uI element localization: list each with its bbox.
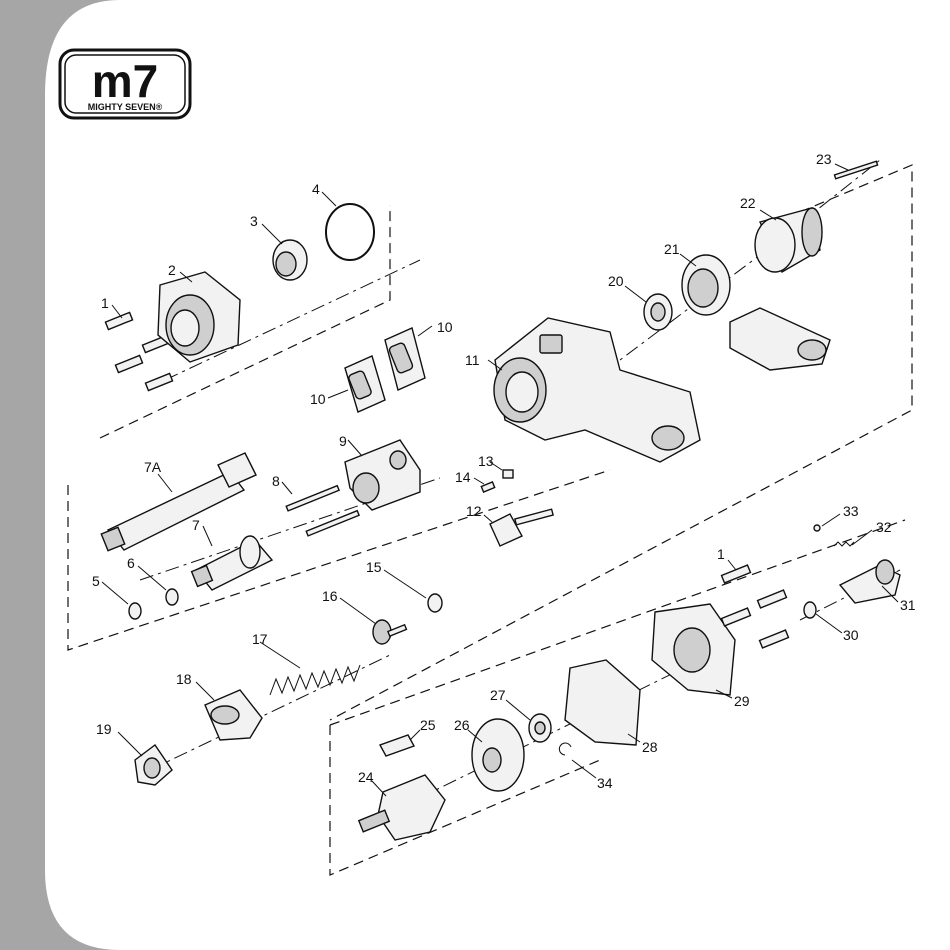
callout-8: 8 bbox=[272, 473, 280, 489]
callout-23: 23 bbox=[816, 151, 832, 167]
callout-1-lower: 1 bbox=[717, 546, 725, 562]
callout-30: 30 bbox=[843, 627, 859, 643]
callout-22: 22 bbox=[740, 195, 756, 211]
callout-12: 12 bbox=[466, 503, 482, 519]
part-30-washer bbox=[804, 602, 816, 618]
callout-19: 19 bbox=[96, 721, 112, 737]
part-13-clip bbox=[503, 470, 513, 478]
logo-text: m7 bbox=[92, 55, 158, 107]
part-20-bearing bbox=[644, 294, 672, 330]
part-26-front-plate bbox=[472, 719, 524, 791]
callout-33: 33 bbox=[843, 503, 859, 519]
callout-11: 11 bbox=[465, 352, 480, 368]
callout-6: 6 bbox=[127, 555, 135, 571]
callout-29: 29 bbox=[734, 693, 750, 709]
callout-5: 5 bbox=[92, 573, 100, 589]
callout-2: 2 bbox=[168, 262, 176, 278]
callout-16: 16 bbox=[322, 588, 338, 604]
callout-25: 25 bbox=[420, 717, 436, 733]
callout-1: 1 bbox=[101, 295, 109, 311]
callout-7: 7 bbox=[192, 517, 200, 533]
callout-13: 13 bbox=[478, 453, 494, 469]
callout-4: 4 bbox=[312, 181, 320, 197]
callout-28: 28 bbox=[642, 739, 658, 755]
callout-27: 27 bbox=[490, 687, 506, 703]
callout-9: 9 bbox=[339, 433, 347, 449]
part-15-washer bbox=[428, 594, 442, 612]
callout-10-upper: 10 bbox=[437, 319, 453, 335]
callout-31: 31 bbox=[900, 597, 916, 613]
part-21-rear-plate bbox=[682, 255, 730, 315]
callout-3: 3 bbox=[250, 213, 258, 229]
callout-7a: 7A bbox=[144, 459, 162, 475]
part-33-ball bbox=[814, 525, 820, 531]
callout-10-lower: 10 bbox=[310, 391, 326, 407]
m7-logo: m7 MIGHTY SEVEN® bbox=[60, 50, 190, 118]
callout-34: 34 bbox=[597, 775, 613, 791]
part-3-bushing bbox=[273, 240, 307, 280]
callout-20: 20 bbox=[608, 273, 624, 289]
callout-15: 15 bbox=[366, 559, 382, 575]
logo-subtext: MIGHTY SEVEN® bbox=[88, 102, 163, 112]
callout-24: 24 bbox=[358, 769, 374, 785]
callout-32: 32 bbox=[876, 519, 892, 535]
callout-21: 21 bbox=[664, 241, 680, 257]
part-6-washer bbox=[166, 589, 178, 605]
callout-14: 14 bbox=[455, 469, 471, 485]
callout-18: 18 bbox=[176, 671, 192, 687]
part-5-ring bbox=[129, 603, 141, 619]
callout-17: 17 bbox=[252, 631, 268, 647]
callout-26: 26 bbox=[454, 717, 470, 733]
part-27-bearing bbox=[529, 714, 551, 742]
